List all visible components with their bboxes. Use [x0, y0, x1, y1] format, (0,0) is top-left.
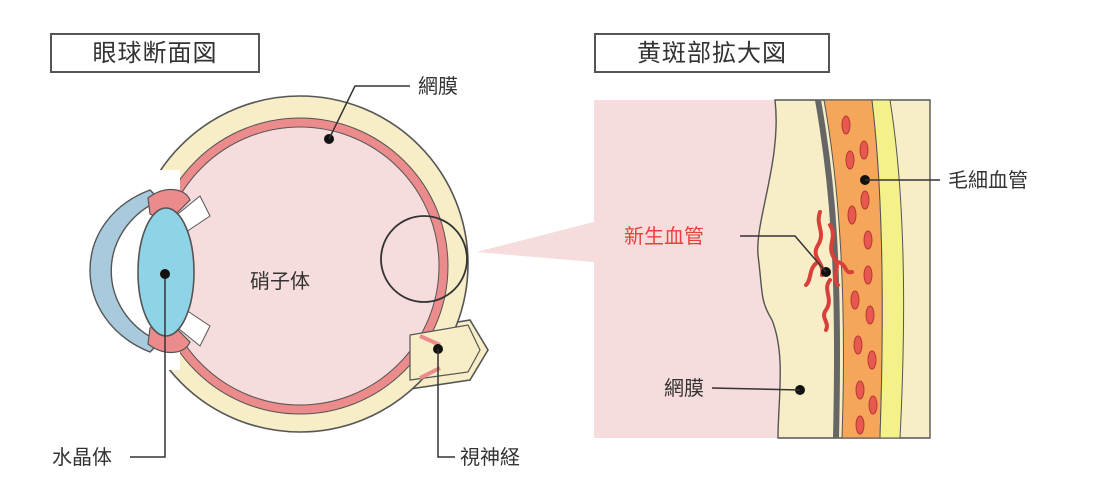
- left-panel-title: 眼球断面図: [50, 33, 260, 73]
- right-panel-title: 黄斑部拡大図: [594, 33, 830, 73]
- label-capillaries: 毛細血管: [948, 168, 1028, 192]
- optic-nerve-leader: [437, 349, 455, 458]
- label-optic-nerve: 視神経: [460, 445, 520, 469]
- optic-nerve-retina-line: [419, 334, 441, 380]
- label-vitreous: 硝子体: [250, 269, 310, 293]
- capillary-vessels: [841, 115, 878, 435]
- yellow-layer: [871, 99, 905, 439]
- eye-cross-section: [89, 85, 489, 458]
- label-retina: 網膜: [418, 74, 458, 98]
- macula-retina-leader: [711, 387, 801, 391]
- lens-leader: [130, 279, 166, 458]
- label-lens: 水晶体: [52, 445, 112, 469]
- lens-marker: [160, 269, 170, 279]
- label-macula-retina: 網膜: [664, 376, 704, 400]
- neovascular-leader: [740, 235, 827, 273]
- retina-leader: [328, 85, 410, 140]
- macula-zoom-circle: [380, 215, 468, 303]
- label-neovascularization: 新生血管: [624, 224, 704, 248]
- zoom-wedge: [476, 222, 594, 262]
